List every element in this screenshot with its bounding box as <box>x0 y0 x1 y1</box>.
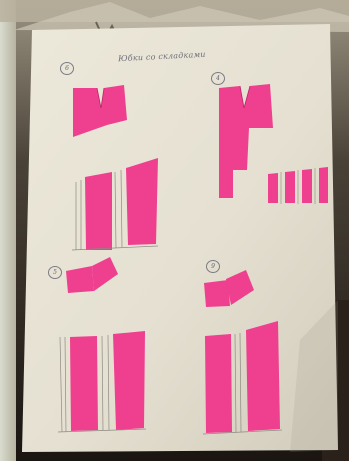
panel-number-marker: 5 <box>48 266 62 279</box>
pleat-strip <box>319 167 328 203</box>
panel-number-marker: 9 <box>206 260 220 273</box>
skirt-panel-right <box>126 158 158 245</box>
skirt-panel-left <box>205 334 232 433</box>
paper-sheet <box>22 24 338 452</box>
panel-number-marker: 6 <box>60 62 74 75</box>
pleat-strip <box>302 169 312 203</box>
yoke-piece-left <box>204 280 230 307</box>
pleat-strip <box>285 171 295 203</box>
skirt-panel-right <box>113 331 145 430</box>
pleat-strip <box>268 173 278 203</box>
skirt-panel-left <box>85 172 112 250</box>
panel-number-marker: 4 <box>211 72 225 85</box>
skirt-panel-left <box>70 336 98 431</box>
skirt-panel-right <box>246 321 280 431</box>
left-window-light <box>0 0 16 461</box>
